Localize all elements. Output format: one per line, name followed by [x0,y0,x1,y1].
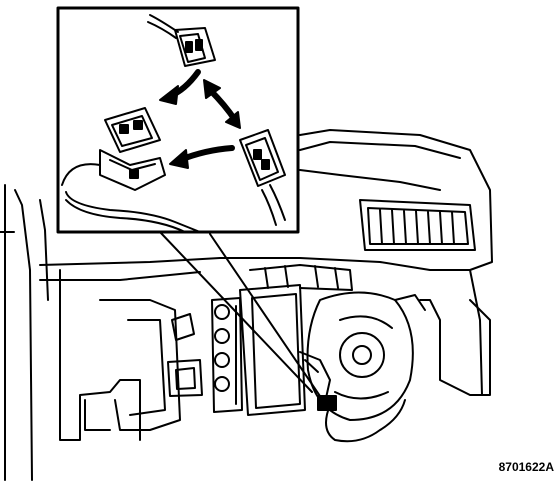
connector-left [99,107,166,191]
figure-reference-code: 8701622A [498,460,554,474]
air-vent [359,199,476,251]
harness-connector [299,351,406,443]
blower-motor [306,291,426,421]
callout-lines [159,231,321,397]
control-module [239,264,353,416]
dashboard [0,129,493,481]
inset-detail [56,6,300,234]
arrow-double-icon [203,79,241,129]
arrow-left-icon [169,145,235,169]
relay-block [167,297,243,413]
arrow-down-left-icon [159,69,201,105]
connector-top [147,14,216,67]
connector-right [239,129,286,226]
